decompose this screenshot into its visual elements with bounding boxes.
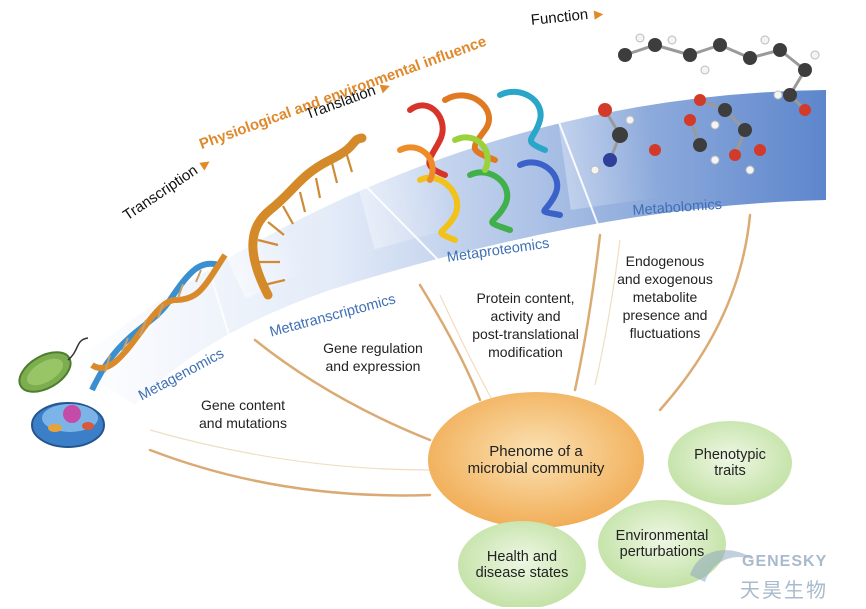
phenome-bubble-shape — [428, 392, 644, 528]
description-line: Protein content, — [476, 290, 575, 306]
description-line: Endogenous — [625, 253, 705, 269]
outcome-line: traits — [714, 463, 746, 479]
description-gene-regulation: Gene regulation and expression — [308, 340, 438, 376]
phenotypic-traits-bubble: Phenotypic traits — [668, 421, 792, 505]
outcome-line: disease states — [475, 565, 569, 581]
description-line: fluctuations — [629, 324, 701, 341]
health-disease-bubble: Health and disease states — [458, 521, 586, 609]
phenotypic-bubble-shape — [668, 421, 792, 505]
rna-strand-icon — [248, 133, 367, 300]
description-line: metabolite — [632, 288, 698, 305]
description-line: and mutations — [199, 414, 287, 431]
panel-sheen-4 — [549, 48, 660, 210]
watermark-chinese: 天昊生物 — [740, 580, 828, 602]
description-line: post-translational — [472, 325, 579, 342]
outcome-line: Phenotypic — [694, 447, 766, 463]
outcome-line: perturbations — [619, 544, 705, 560]
description-metabolite: Endogenous and exogenous metabolite pres… — [600, 253, 730, 343]
description-line: activity and — [490, 307, 561, 324]
phenome-line: microbial community — [467, 460, 605, 477]
outcome-line: Environmental — [615, 528, 709, 544]
protein-structure-icon — [397, 88, 563, 243]
panel-sheen-3 — [338, 90, 462, 250]
arrow-right-icon: ▶ — [593, 6, 605, 22]
phenome-line: Phenome of a — [489, 443, 583, 460]
dna-helix-icon — [89, 253, 228, 392]
convergence-lines-soft — [149, 239, 621, 471]
outcome-line: Health and — [486, 549, 558, 565]
description-line: modification — [488, 343, 563, 360]
description-line: Gene content — [200, 397, 286, 413]
environmental-bubble-shape — [598, 500, 726, 588]
description-protein: Protein content, activity and post-trans… — [458, 290, 593, 362]
metabolite-molecules-icon — [590, 33, 820, 175]
environmental-perturbations-bubble: Environmental perturbations — [598, 500, 726, 588]
description-line: and expression — [325, 357, 421, 374]
phenome-bubble: Phenome of a microbial community — [430, 395, 642, 525]
description-line: presence and — [622, 306, 708, 323]
watermark-logo-icon — [690, 550, 755, 582]
panel-divider-1 — [199, 239, 233, 346]
description-gene-content: Gene content and mutations — [178, 397, 308, 433]
description-line: Gene regulation — [323, 340, 423, 356]
bacterium-icon — [18, 337, 89, 393]
watermark-latin: GENESKY — [742, 553, 828, 570]
health-bubble-shape — [458, 521, 586, 607]
description-line: and exogenous — [617, 270, 713, 287]
eukaryotic-cell-icon — [31, 402, 105, 448]
omics-band — [70, 90, 826, 405]
convergence-lines — [148, 213, 752, 497]
